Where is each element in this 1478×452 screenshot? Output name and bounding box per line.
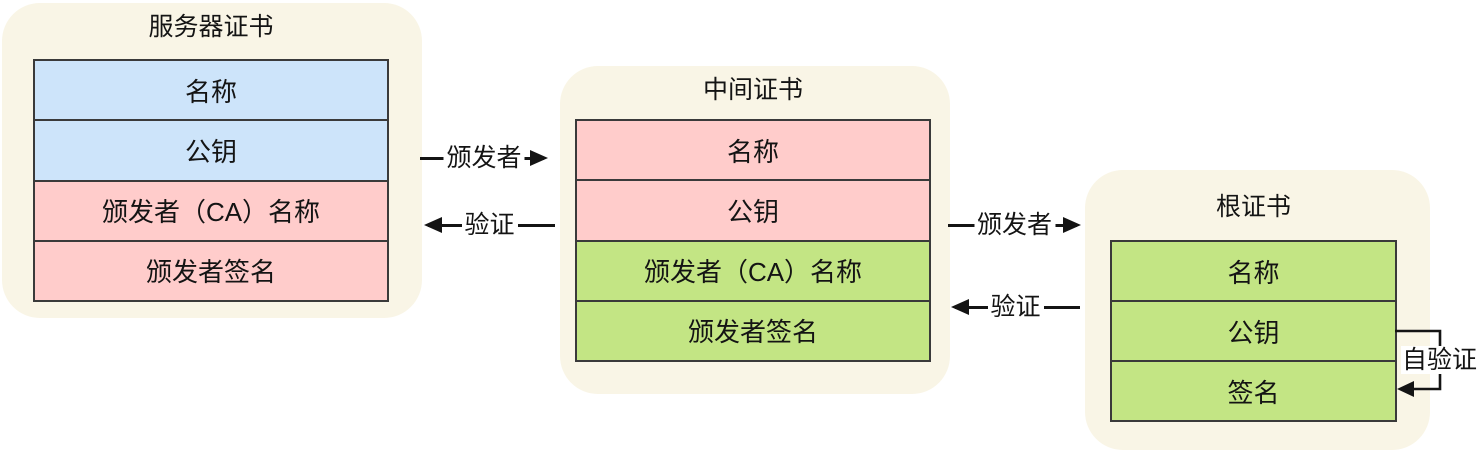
issuer-arrow-server-to-intermediate: 颁发者 xyxy=(420,143,548,173)
server-cert-table: 名称 公钥 颁发者（CA）名称 颁发者签名 xyxy=(33,59,389,302)
arrowhead-right-icon xyxy=(530,150,548,166)
server-cert-title: 服务器证书 xyxy=(148,13,274,41)
intermediate-row-issuer-signature: 颁发者签名 xyxy=(577,299,929,360)
server-row-name: 名称 xyxy=(35,61,387,120)
server-row-issuer-ca-name: 颁发者（CA）名称 xyxy=(35,179,387,240)
self-verify-label: 自验证 xyxy=(1401,346,1478,374)
arrowhead-left-icon xyxy=(951,299,969,315)
root-row-public-key: 公钥 xyxy=(1112,300,1395,360)
intermediate-row-issuer-ca-name: 颁发者（CA）名称 xyxy=(577,239,929,300)
issuer-arrow-intermediate-to-root: 颁发者 xyxy=(948,210,1081,240)
verify-arrow-label: 验证 xyxy=(461,211,518,239)
arrowhead-left-icon xyxy=(1397,381,1414,397)
server-row-public-key: 公钥 xyxy=(35,119,387,180)
root-row-signature: 签名 xyxy=(1112,360,1395,420)
intermediate-cert-title: 中间证书 xyxy=(702,76,803,104)
verify-arrow-intermediate-to-server: 验证 xyxy=(424,210,555,240)
arrowhead-right-icon xyxy=(1063,217,1081,233)
root-row-name: 名称 xyxy=(1112,242,1395,300)
intermediate-row-public-key: 公钥 xyxy=(577,179,929,240)
verify-arrow-label: 验证 xyxy=(987,293,1044,321)
issuer-arrow-label: 颁发者 xyxy=(443,144,525,172)
server-row-issuer-signature: 颁发者签名 xyxy=(35,239,387,300)
root-cert-title: 根证书 xyxy=(1215,193,1291,221)
intermediate-cert-table: 名称 公钥 颁发者（CA）名称 颁发者签名 xyxy=(575,119,931,362)
intermediate-row-name: 名称 xyxy=(577,121,929,180)
root-cert-table: 名称 公钥 签名 xyxy=(1110,240,1397,422)
verify-arrow-root-to-intermediate: 验证 xyxy=(951,292,1080,322)
arrowhead-left-icon xyxy=(424,217,442,233)
issuer-arrow-label: 颁发者 xyxy=(973,211,1056,239)
